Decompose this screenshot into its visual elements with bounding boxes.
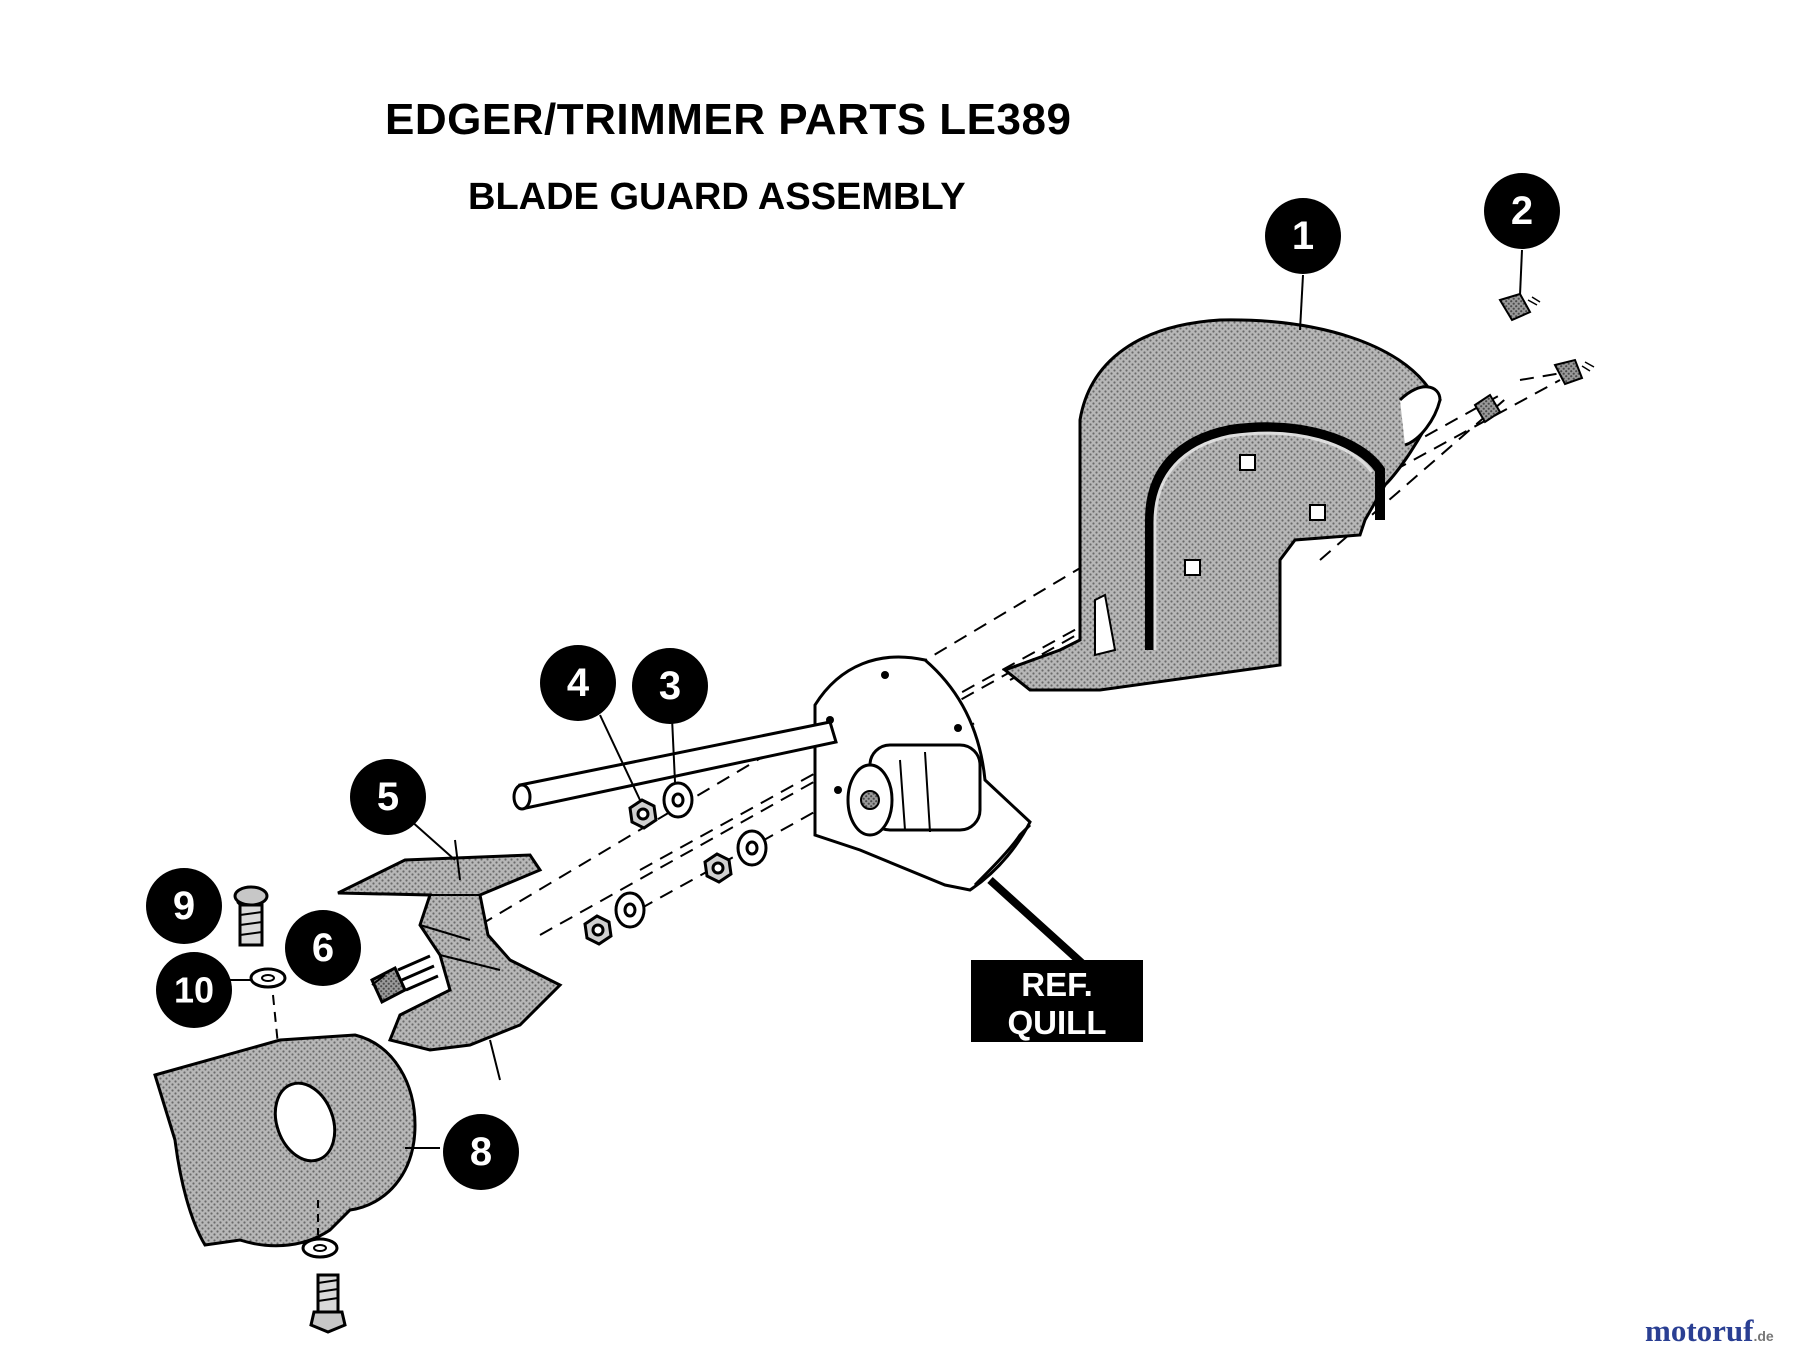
shaft-rod-part bbox=[512, 720, 838, 811]
callout-2-number: 2 bbox=[1511, 189, 1533, 233]
nut-part-low bbox=[583, 914, 613, 946]
watermark-logo: motoruf.de bbox=[1645, 1313, 1774, 1349]
shoe-bottom-hardware bbox=[301, 1200, 347, 1334]
watermark-brand: motoruf bbox=[1645, 1313, 1754, 1348]
callout-1-number: 1 bbox=[1292, 214, 1314, 258]
blade-guard-part bbox=[1001, 318, 1442, 692]
shoe-washer-part bbox=[249, 967, 287, 989]
page-title: EDGER/TRIMMER PARTS LE389 bbox=[385, 95, 1072, 144]
ref-quill-line2: QUILL bbox=[1007, 1004, 1107, 1041]
washer-part-low bbox=[614, 891, 646, 929]
washer-part-mid bbox=[736, 829, 768, 867]
hardware-parts bbox=[583, 781, 768, 946]
guard-screws-part bbox=[1473, 292, 1595, 424]
callout-2: 2 bbox=[1484, 173, 1560, 249]
quill-part bbox=[813, 655, 1098, 978]
nut-part-mid bbox=[703, 852, 733, 884]
callout-10: 10 bbox=[156, 952, 232, 1028]
page-subtitle: BLADE GUARD ASSEMBLY bbox=[468, 176, 966, 218]
callout-1: 1 bbox=[1265, 198, 1341, 274]
bracket-bolt-part bbox=[370, 954, 439, 1005]
callout-8-number: 8 bbox=[470, 1130, 492, 1174]
callout-5-number: 5 bbox=[377, 775, 399, 819]
shoe-screw-part bbox=[233, 885, 269, 947]
washer-part-3 bbox=[662, 781, 694, 819]
callout-6: 6 bbox=[285, 910, 361, 986]
callout-10-number: 10 bbox=[174, 970, 214, 1011]
watermark-tld: .de bbox=[1753, 1328, 1774, 1344]
callout-4: 4 bbox=[540, 645, 616, 721]
callout-3: 3 bbox=[632, 648, 708, 724]
ref-quill-label: REF. QUILL bbox=[971, 960, 1143, 1042]
callout-6-number: 6 bbox=[312, 926, 334, 970]
callout-9-number: 9 bbox=[173, 884, 195, 928]
depth-shoe-part bbox=[153, 1033, 417, 1248]
assembly-lines bbox=[479, 369, 1581, 936]
callout-4-number: 4 bbox=[567, 661, 590, 705]
ref-quill-line1: REF. bbox=[1021, 966, 1093, 1003]
callout-3-number: 3 bbox=[659, 664, 681, 708]
nut-part-4 bbox=[628, 798, 658, 830]
callout-8: 8 bbox=[443, 1114, 519, 1190]
callout-9: 9 bbox=[146, 868, 222, 944]
leader-lines bbox=[230, 249, 1523, 1149]
mount-bracket-part bbox=[337, 839, 563, 1081]
callout-5: 5 bbox=[350, 759, 426, 835]
